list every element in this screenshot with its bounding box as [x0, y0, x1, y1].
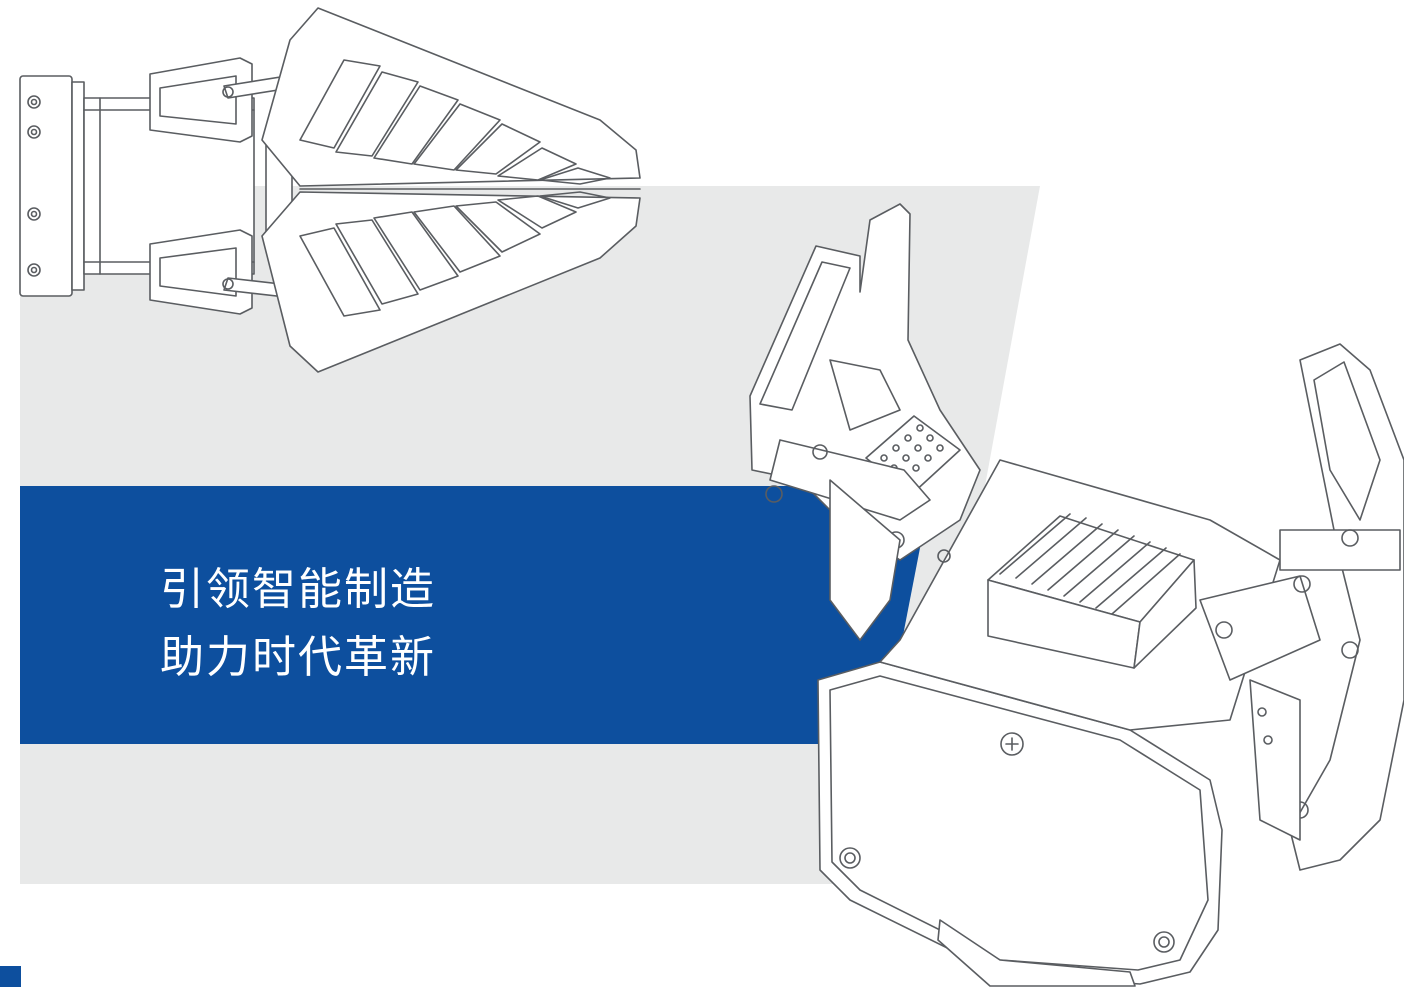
headline-line-2: 助力时代革新 — [160, 632, 436, 683]
headline: 引领智能制造 助力时代革新 — [160, 556, 436, 692]
robotic-gripper-perspective-icon — [749, 203, 1404, 987]
corner-accent-square — [0, 966, 21, 987]
robotic-gripper-top-view-icon — [19, 7, 641, 373]
headline-line-1: 引领智能制造 — [160, 564, 436, 615]
